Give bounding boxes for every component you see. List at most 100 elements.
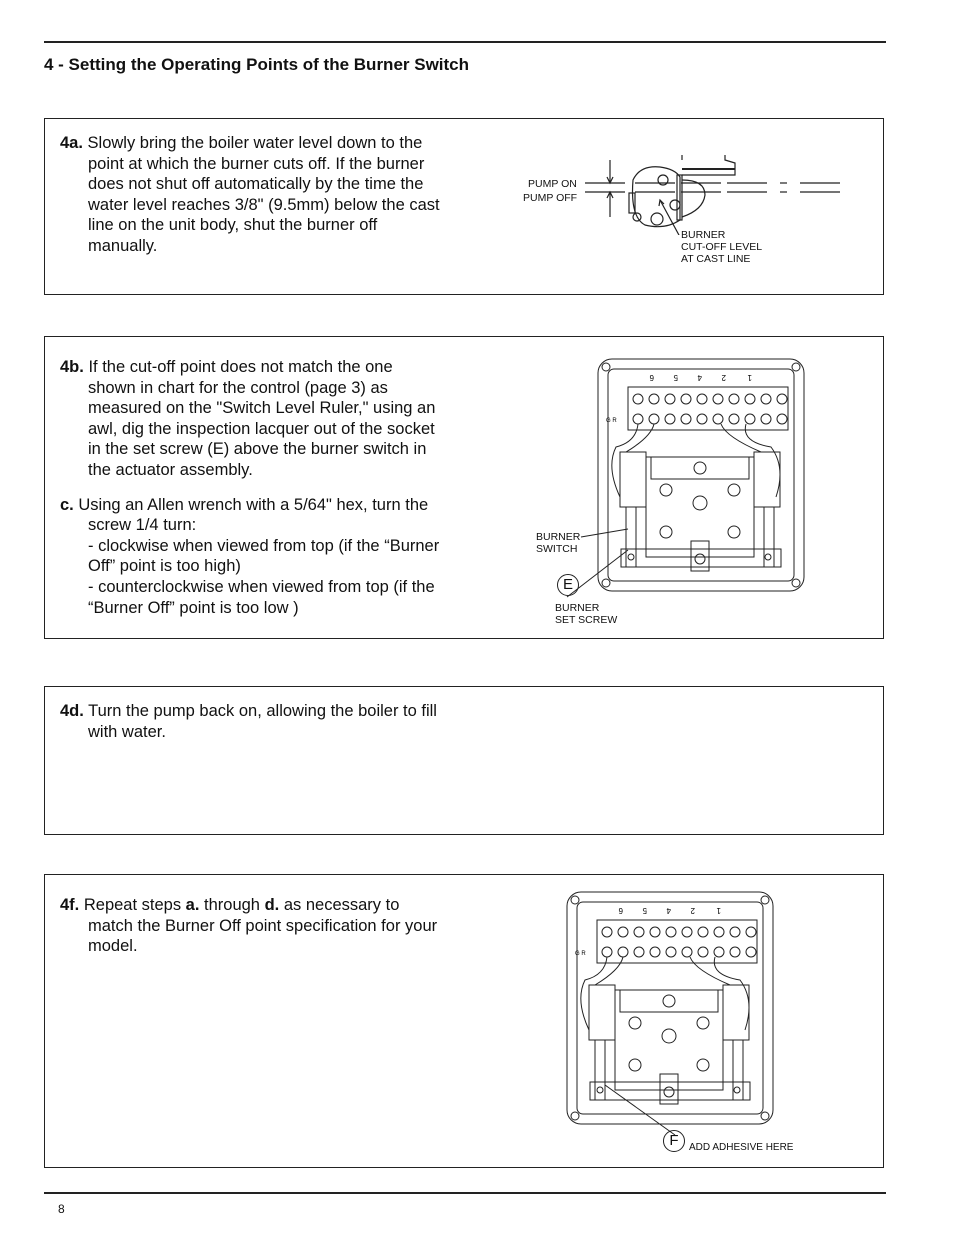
step-4d-box: 4d. Turn the pump back on, allowing the … [44,686,884,835]
terminal-block [596,919,758,964]
terminal-screw [665,926,677,938]
actuator-top [650,456,750,480]
terminal-screw [601,926,613,938]
terminal-block [627,386,789,431]
switch-left [588,984,616,1041]
step-body: Repeat steps [83,896,186,914]
actuator-frame [645,456,755,558]
screw [659,483,673,497]
terminal-number: 6 [618,906,623,915]
terminal-screw [601,946,613,958]
screw [727,525,741,539]
set-screw-bar [589,1081,751,1101]
terminal-screw [712,413,724,425]
mount-hole [760,1111,770,1121]
terminal-screw [713,926,725,938]
step-4f-box: 4f. Repeat steps a. through d. as necess… [44,874,884,1168]
cutoff-label: BURNER CUT-OFF LEVEL AT CAST LINE [681,229,763,265]
housing-outline [566,891,774,1125]
terminal-screw [696,413,708,425]
screw [696,1058,710,1072]
terminal-screw [617,946,629,958]
screw [628,1016,642,1030]
step-4d-text: 4d. Turn the pump back on, allowing the … [60,701,440,742]
housing-inner [607,368,795,582]
housing-outline [597,358,805,592]
screw [659,525,673,539]
terminal-screw [648,393,660,405]
step-body: If the cut-off point does not match the … [88,358,436,479]
terminal-number: 6 [649,373,654,382]
terminal-screw [680,393,692,405]
callout-e: E [557,574,579,596]
screw [663,1086,675,1098]
terminal-screw [744,393,756,405]
center-hole [692,495,708,511]
step-label: 4a. [60,134,83,152]
terminal-screw [713,946,725,958]
step-body: Using an Allen wrench with a 5/64" hex, … [78,495,429,535]
terminal-screw [664,413,676,425]
center-post [659,1073,679,1105]
set-screw [596,1086,604,1094]
terminal-number: 2 [721,373,726,382]
terminal-screw [760,413,772,425]
set-screw [733,1086,741,1094]
step-body: Slowly bring the boiler water level down… [87,134,440,255]
screw [628,1058,642,1072]
terminal-screw [696,393,708,405]
terminal-screw [681,946,693,958]
step-option-counterclockwise: - counterclockwise when viewed from top … [88,577,435,617]
terminal-screw [712,393,724,405]
screw [694,553,706,565]
step-ref: a. [185,896,200,914]
housing-inner [576,901,764,1115]
actuator-top [619,989,719,1013]
terminal-screw [697,926,709,938]
step-label: 4d. [60,702,84,720]
step-label: 4b. [60,358,84,376]
terminal-number: 2 [690,906,695,915]
terminal-number: 1 [747,373,752,382]
terminal-screw [744,413,756,425]
page-number: 8 [58,1202,65,1216]
step-body: Turn the pump back on, allowing the boil… [88,702,437,741]
mount-hole [791,362,801,372]
terminal-screw [648,413,660,425]
terminal-number: 1 [716,906,721,915]
step-option-clockwise: - clockwise when viewed from top (if the… [88,536,440,576]
terminal-screw [681,926,693,938]
terminal-screw [664,393,676,405]
step-body: through [199,896,265,914]
step-label: 4f. [60,896,80,914]
terminal-screw [776,413,788,425]
wires [611,423,781,498]
control-side-diagram [585,155,840,235]
mount-hole [791,578,801,588]
screw [696,1016,710,1030]
mount-hole [570,1111,580,1121]
callout-f: F [663,1130,685,1152]
terminal-screw [649,926,661,938]
switch-right [753,451,781,508]
terminal-screw [728,393,740,405]
terminal-number: 4 [666,906,671,915]
ground-label: G R [575,951,586,957]
step-4b-text: 4b. If the cut-off point does not match … [60,357,440,618]
terminal-screw [633,926,645,938]
terminal-screw [760,393,772,405]
set-screw-bar [620,548,782,568]
step-4a-text: 4a. Slowly bring the boiler water level … [60,133,440,257]
terminal-screw [649,946,661,958]
step-4f-text: 4f. Repeat steps a. through d. as necess… [60,895,440,957]
set-screw-label: BURNER SET SCREW [555,602,618,626]
terminal-number: 5 [642,906,647,915]
leader-lines [566,528,629,598]
switch-right [722,984,750,1041]
step-label: c. [60,495,74,514]
set-screw [627,553,635,561]
mount-hole [601,578,611,588]
bottom-rule [44,1192,886,1194]
terminal-screw [617,926,629,938]
